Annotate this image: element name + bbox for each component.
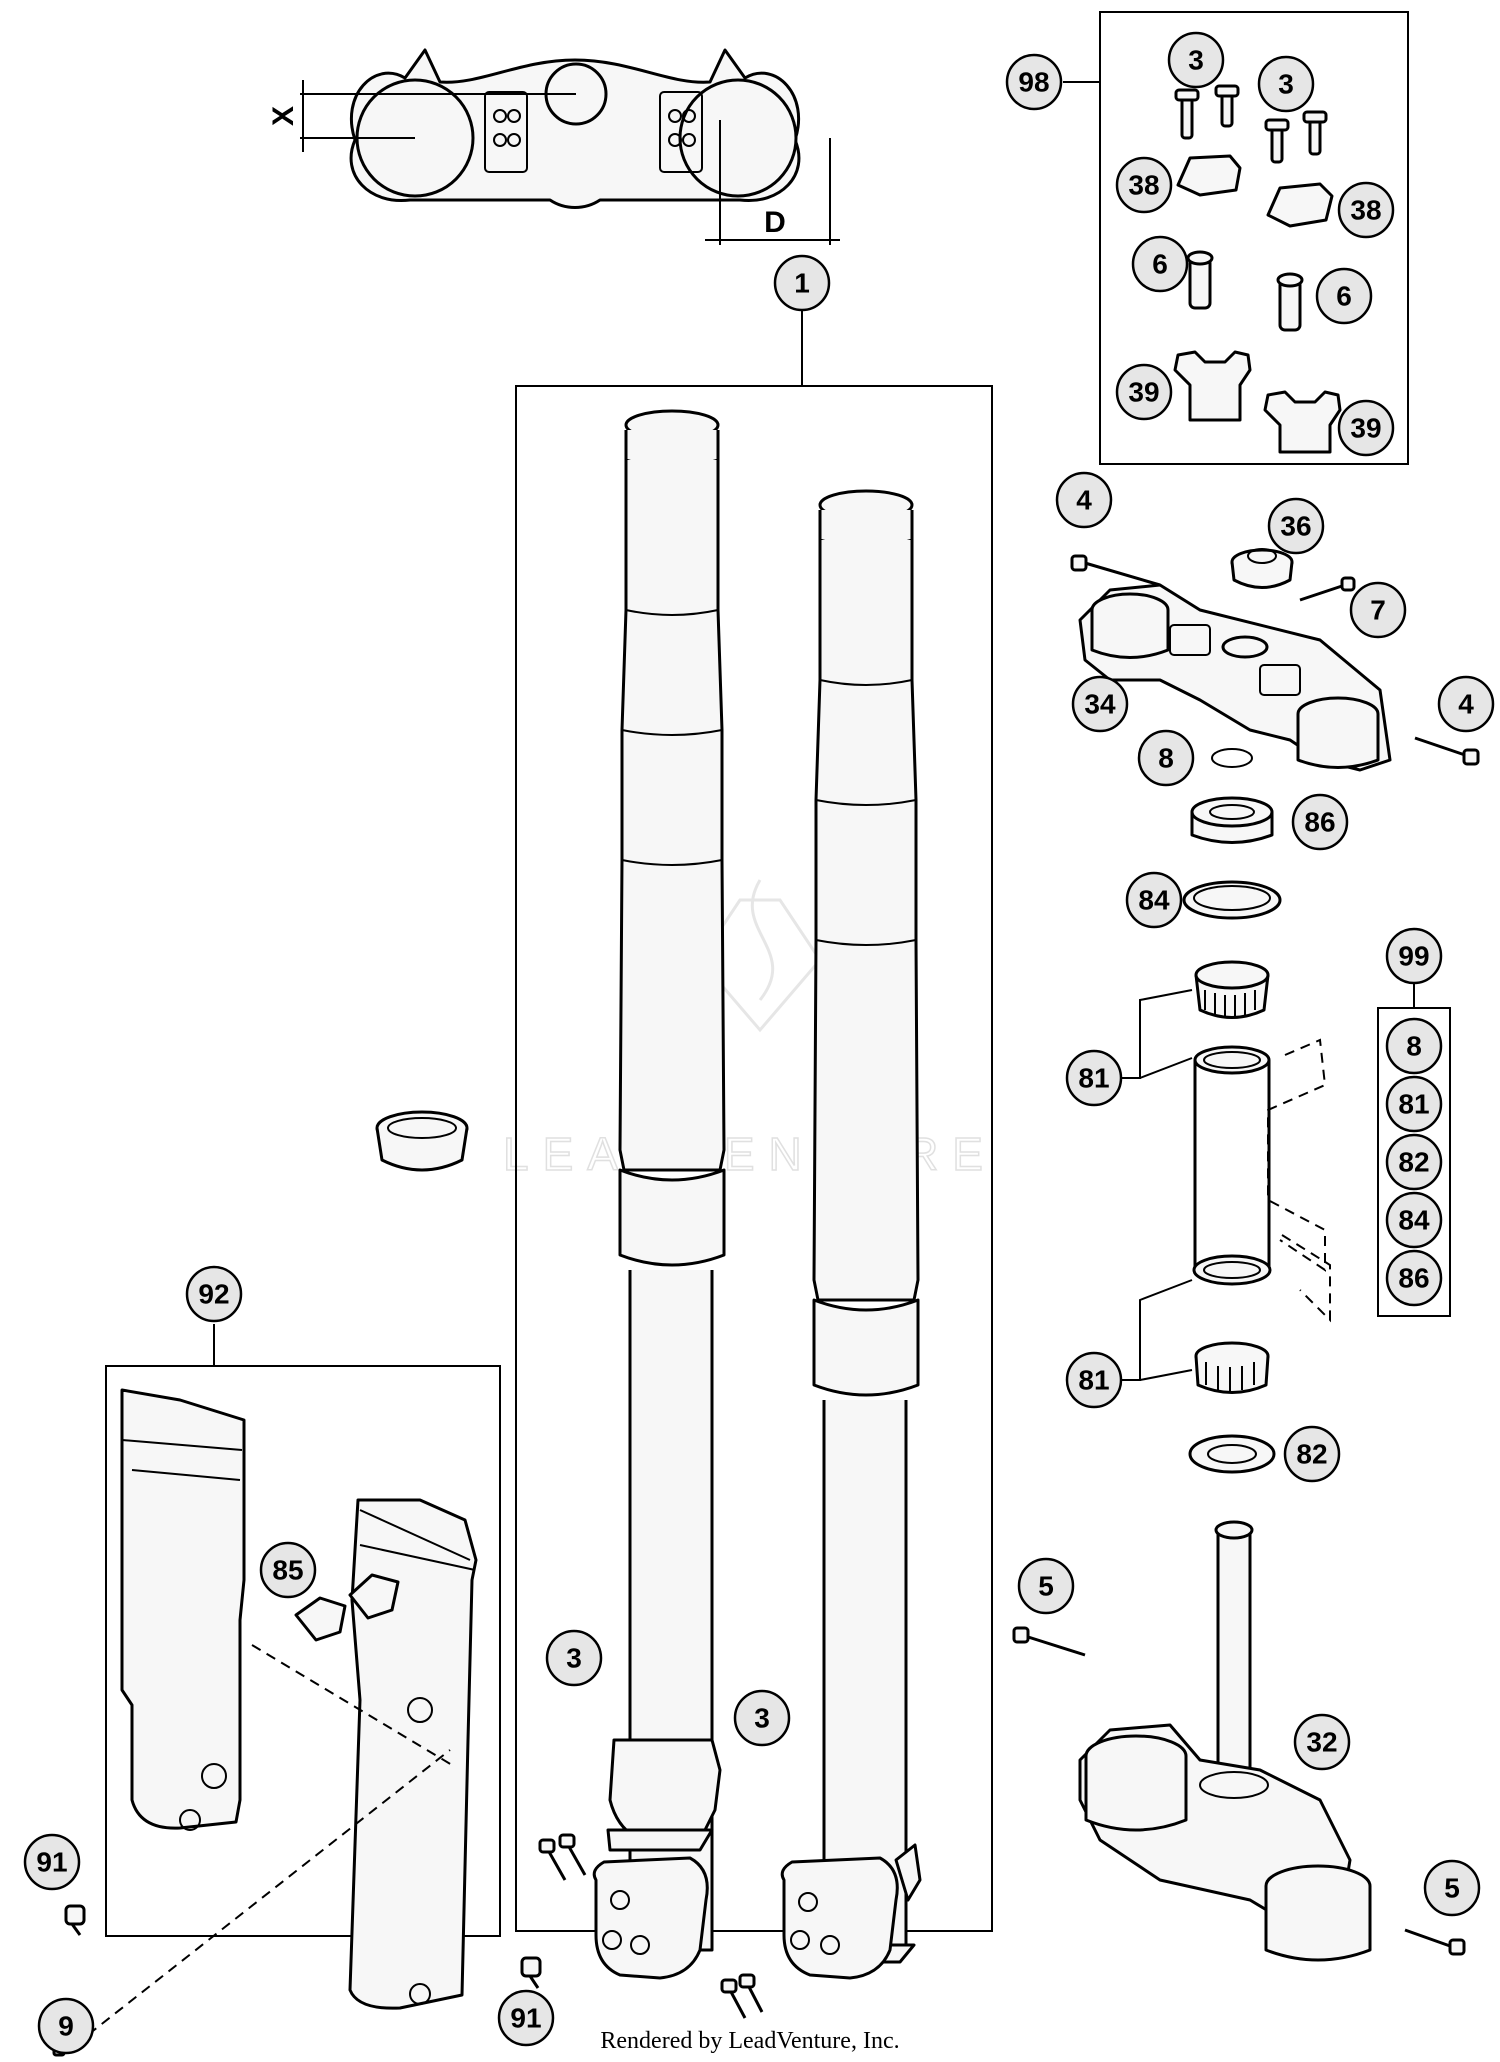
svg-text:81: 81 <box>1398 1089 1429 1120</box>
svg-text:36: 36 <box>1280 511 1311 542</box>
svg-text:8: 8 <box>1406 1031 1422 1062</box>
callout-99-item-82[interactable]: 82 <box>1385 1133 1443 1191</box>
fork-seal-ring <box>375 1110 469 1172</box>
callout-9-guard-screw[interactable]: 9 <box>37 1997 95 2055</box>
callout-99-item-84[interactable]: 84 <box>1385 1191 1443 1249</box>
bearing-kit-box <box>1377 1007 1451 1317</box>
callout-38-clamp-cap[interactable]: 38 <box>1115 156 1173 214</box>
callout-6-riser-bolt[interactable]: 6 <box>1131 235 1189 293</box>
fork-legs <box>592 409 922 1980</box>
svg-text:8: 8 <box>1158 743 1174 774</box>
svg-text:4: 4 <box>1076 485 1092 516</box>
callout-99-item-8[interactable]: 8 <box>1385 1017 1443 1075</box>
svg-text:4: 4 <box>1458 689 1474 720</box>
svg-text:91: 91 <box>36 1847 67 1878</box>
callout-92-fork-guard-set[interactable]: 92 <box>185 1265 243 1323</box>
callout-82-lower-seal[interactable]: 82 <box>1283 1425 1341 1483</box>
callout-3-axle-clamp-screw[interactable]: 3 <box>545 1629 603 1687</box>
callout-4-clamp-bolt[interactable]: 4 <box>1437 675 1495 733</box>
svg-text:34: 34 <box>1084 689 1116 720</box>
svg-text:3: 3 <box>566 1643 582 1674</box>
callout-3-clamp-screw[interactable]: 3 <box>1257 55 1315 113</box>
svg-text:82: 82 <box>1398 1147 1429 1178</box>
callout-5-lower-clamp-bolt[interactable]: 5 <box>1423 1859 1481 1917</box>
callout-85-guard-bracket[interactable]: 85 <box>259 1541 317 1599</box>
callout-8-o-ring[interactable]: 8 <box>1137 729 1195 787</box>
callout-36-stem-nut[interactable]: 36 <box>1267 497 1325 555</box>
svg-text:9: 9 <box>58 2011 74 2042</box>
svg-text:38: 38 <box>1350 195 1381 226</box>
steering-stem-nut <box>1230 548 1294 589</box>
fork-assembly-box <box>515 385 993 1932</box>
svg-text:98: 98 <box>1018 67 1049 98</box>
svg-text:39: 39 <box>1128 377 1159 408</box>
upper-triple-clamp <box>1070 554 1480 772</box>
callout-4-clamp-bolt[interactable]: 4 <box>1055 471 1113 529</box>
axle-clamp-screws <box>538 1833 764 2019</box>
o-ring-8 <box>1211 748 1253 768</box>
svg-text:86: 86 <box>1398 1263 1429 1294</box>
svg-text:6: 6 <box>1336 281 1352 312</box>
footer-credit: Rendered by LeadVenture, Inc. <box>600 2028 900 2054</box>
callout-6-riser-bolt[interactable]: 6 <box>1315 267 1373 325</box>
svg-text:32: 32 <box>1306 1727 1337 1758</box>
svg-text:1: 1 <box>794 268 810 299</box>
callout-99-item-86[interactable]: 86 <box>1385 1249 1443 1307</box>
callout-99-item-81[interactable]: 81 <box>1385 1075 1443 1133</box>
fork-guards <box>74 1388 478 2046</box>
svg-text:84: 84 <box>1138 885 1170 916</box>
steering-bearing-stack <box>1120 748 1331 1474</box>
callout-5-lower-clamp-bolt[interactable]: 5 <box>1017 1557 1075 1615</box>
callout-3-axle-clamp-screw[interactable]: 3 <box>733 1689 791 1747</box>
svg-text:82: 82 <box>1296 1439 1327 1470</box>
dimension-d-label: D <box>764 206 786 239</box>
svg-text:3: 3 <box>754 1703 770 1734</box>
svg-text:6: 6 <box>1152 249 1168 280</box>
dimension-x-label: X <box>267 106 300 126</box>
svg-text:86: 86 <box>1304 807 1335 838</box>
callout-38-clamp-cap[interactable]: 38 <box>1337 181 1395 239</box>
callout-84-seal-ring[interactable]: 84 <box>1125 871 1183 929</box>
callout-99-bearing-kit[interactable]: 99 <box>1385 927 1443 985</box>
callout-7-stem-bolt[interactable]: 7 <box>1349 581 1407 639</box>
callout-3-clamp-screw[interactable]: 3 <box>1167 31 1225 89</box>
callout-86-dust-seal[interactable]: 86 <box>1291 793 1349 851</box>
svg-text:3: 3 <box>1278 69 1294 100</box>
leadventure-watermark: LEADVENTURE <box>502 879 997 1181</box>
svg-text:85: 85 <box>272 1555 303 1586</box>
callout-81-upper-bearing[interactable]: 81 <box>1065 1049 1123 1107</box>
svg-text:92: 92 <box>198 1279 229 1310</box>
svg-text:81: 81 <box>1078 1365 1109 1396</box>
triple-clamp-dimension-drawing: X D <box>267 48 840 245</box>
svg-text:3: 3 <box>1188 45 1204 76</box>
callout-1-fork-assembly[interactable]: 1 <box>773 254 831 312</box>
svg-text:38: 38 <box>1128 170 1159 201</box>
svg-text:5: 5 <box>1444 1873 1460 1904</box>
callout-34-upper-triple-clamp[interactable]: 34 <box>1071 675 1129 733</box>
callout-91-guard-screw[interactable]: 91 <box>497 1989 555 2047</box>
handlebar-clamp-parts <box>1173 84 1342 454</box>
callout-39-handlebar-riser[interactable]: 39 <box>1115 363 1173 421</box>
svg-text:99: 99 <box>1398 941 1429 972</box>
watermark-text: LEADVENTURE <box>503 1128 997 1180</box>
svg-text:7: 7 <box>1370 595 1386 626</box>
callout-91-guard-screw[interactable]: 91 <box>23 1833 81 1891</box>
svg-text:91: 91 <box>510 2003 541 2034</box>
svg-text:39: 39 <box>1350 413 1381 444</box>
callout-98-handlebar-clamp-kit[interactable]: 98 <box>1005 53 1063 111</box>
callout-39-handlebar-riser[interactable]: 39 <box>1337 399 1395 457</box>
svg-text:5: 5 <box>1038 1571 1054 1602</box>
fork-guard-box <box>105 1365 501 1937</box>
handlebar-clamp-kit-box <box>1099 11 1409 465</box>
callout-81-lower-bearing[interactable]: 81 <box>1065 1351 1123 1409</box>
svg-text:84: 84 <box>1398 1205 1430 1236</box>
svg-text:81: 81 <box>1078 1063 1109 1094</box>
callout-32-lower-triple-clamp[interactable]: 32 <box>1293 1713 1351 1771</box>
lower-triple-clamp <box>1012 1520 1466 1962</box>
